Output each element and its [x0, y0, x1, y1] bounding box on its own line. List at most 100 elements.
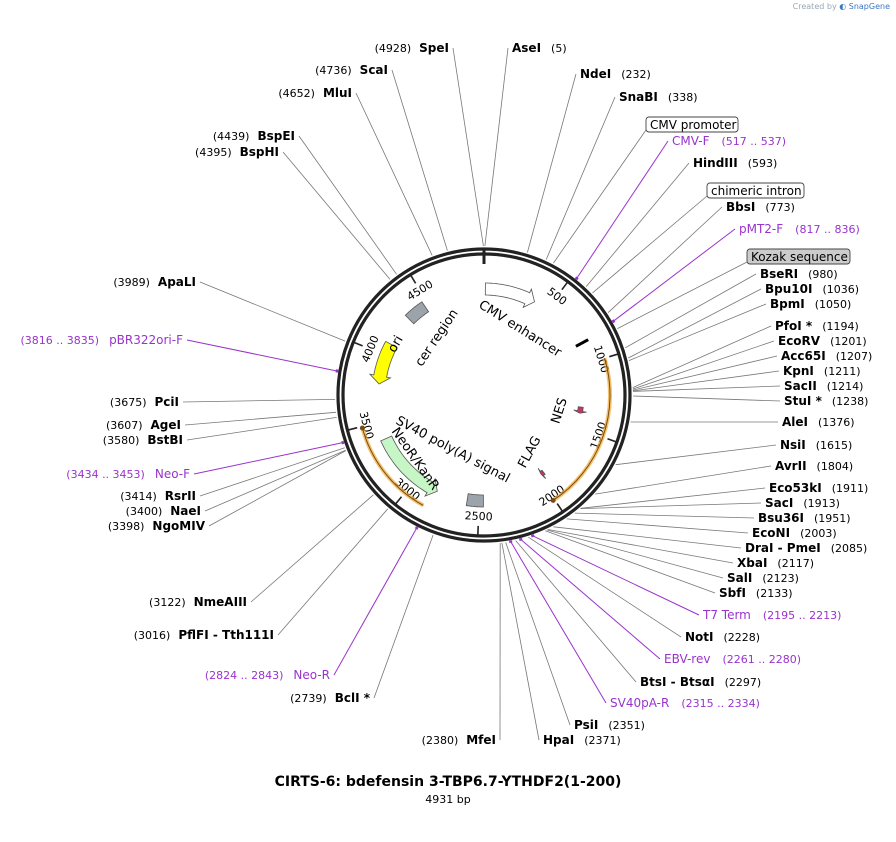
- enzyme-label-saci[interactable]: SacI (1913): [765, 496, 840, 510]
- enzyme-line-btsi-bts-i: [515, 540, 637, 683]
- enzyme-label-drai-pmei[interactable]: DraI - PmeI(2085): [745, 541, 867, 555]
- enzyme-label-bsphi[interactable]: (4395)BspHI: [195, 145, 279, 159]
- primer-name: pBR322ori-F: [109, 333, 183, 347]
- scale-tick-mark: [609, 353, 620, 358]
- enzyme-position: (1911): [832, 482, 869, 495]
- feature-cmv-enhancer[interactable]: [484, 282, 535, 309]
- enzyme-label-kpni[interactable]: KpnI(1211): [783, 364, 860, 378]
- enzyme-label-bseri[interactable]: BseRI(980): [760, 267, 838, 281]
- enzyme-label-nmeaiii[interactable]: (3122)NmeAIII: [149, 595, 247, 609]
- feature-neor-kanr[interactable]: [380, 435, 438, 497]
- enzyme-label-acc65i[interactable]: Acc65I(1207): [781, 349, 872, 363]
- enzyme-line-bbsi: [607, 206, 723, 313]
- enzyme-position: (3989): [113, 276, 150, 289]
- feature-nes[interactable]: [573, 406, 587, 414]
- enzyme-label-sacii[interactable]: SacII(1214): [784, 379, 863, 393]
- enzyme-line-rsrii: [199, 447, 345, 497]
- feature-flag[interactable]: [537, 467, 547, 479]
- enzyme-label-hindiii[interactable]: HindIII(593): [693, 156, 777, 170]
- enzyme-label-agei[interactable]: (3607)AgeI: [106, 418, 181, 432]
- enzyme-label-bbsi[interactable]: BbsI(773): [726, 200, 795, 214]
- feature-cer-region[interactable]: [404, 301, 430, 325]
- enzyme-position: (2117): [777, 557, 814, 570]
- enzyme-label-mlui[interactable]: (4652)MluI: [278, 86, 352, 100]
- feature-sv40-poly-a-signal[interactable]: [465, 493, 484, 508]
- enzyme-label-eco53ki[interactable]: Eco53kI(1911): [769, 481, 868, 495]
- enzyme-name: SacII: [784, 379, 817, 393]
- enzyme-label-bsu36i[interactable]: Bsu36I(1951): [758, 511, 851, 525]
- enzyme-label-asei[interactable]: AseI (5): [512, 41, 567, 55]
- enzyme-position: (2739): [290, 692, 327, 705]
- enzyme-position: (5): [551, 42, 567, 55]
- primer-label-sv40pa-r[interactable]: SV40pA-R(2315 .. 2334): [610, 696, 760, 710]
- enzyme-label-stui[interactable]: StuI *(1238): [784, 394, 868, 408]
- enzyme-name: SacI: [765, 496, 793, 510]
- enzyme-name: MfeI: [466, 733, 496, 747]
- enzyme-line-stui: [632, 395, 781, 402]
- enzyme-label-pfoi[interactable]: PfoI *(1194): [775, 319, 859, 333]
- enzyme-label-naei[interactable]: (3400)NaeI: [126, 504, 201, 518]
- enzyme-label-pcii[interactable]: (3675)PciI: [110, 395, 179, 409]
- enzyme-name: BspHI: [240, 145, 279, 159]
- enzyme-label-mfei[interactable]: (2380)MfeI: [422, 733, 496, 747]
- enzyme-label-apali[interactable]: (3989) ApaLI: [113, 275, 196, 289]
- box-cmv-promoter[interactable]: [645, 116, 739, 133]
- enzyme-line-xbai: [547, 529, 734, 564]
- enzyme-label-bpmi[interactable]: BpmI(1050): [770, 297, 851, 311]
- enzyme-label-ndei[interactable]: NdeI(232): [580, 67, 651, 81]
- enzyme-line-hpai: [501, 542, 540, 741]
- enzyme-label-btsi-bts-i[interactable]: BtsI - BtsαI(2297): [640, 675, 761, 689]
- orf-arc-end: [550, 497, 556, 503]
- enzyme-name: AseI: [512, 41, 541, 55]
- enzyme-name: AvrII: [775, 459, 807, 473]
- scale-tick-label: 4500: [405, 278, 436, 304]
- box-chimeric-intron[interactable]: [706, 182, 805, 199]
- primer-mark-neo-f: [341, 440, 345, 445]
- primer-label-neo-f[interactable]: (3434 .. 3453)Neo-F: [66, 467, 190, 481]
- enzyme-label-bstbi[interactable]: (3580)BstBI: [103, 433, 183, 447]
- enzyme-label-avrii[interactable]: AvrII(1804): [775, 459, 853, 473]
- feature-ori[interactable]: [368, 340, 398, 385]
- primer-mark-t7-term: [530, 534, 535, 538]
- enzyme-label-snabi[interactable]: SnaBI(338): [619, 90, 698, 104]
- enzyme-label-sali[interactable]: SalI(2123): [727, 571, 799, 585]
- enzyme-label-spei[interactable]: (4928)SpeI: [375, 41, 449, 55]
- primer-line-sv40pa-r: [510, 541, 607, 704]
- primer-mark-ebv-rev: [518, 537, 523, 542]
- enzyme-label-scai[interactable]: (4736)ScaI: [315, 63, 388, 77]
- enzyme-label-econi[interactable]: EcoNI(2003): [752, 526, 837, 540]
- enzyme-label-noti[interactable]: NotI(2228): [685, 630, 760, 644]
- feature-label-cmv-enhancer: CMV enhancer: [476, 298, 565, 361]
- primer-label-cmv-f[interactable]: CMV-F(517 .. 537): [672, 134, 786, 148]
- primer-label-ebv-rev[interactable]: EBV-rev(2261 .. 2280): [664, 652, 801, 666]
- enzyme-label-ngomiv[interactable]: (3398)NgoMIV: [108, 519, 206, 533]
- primer-label-t7-term[interactable]: T7 Term(2195 .. 2213): [702, 608, 841, 622]
- primer-mark-pmt2-f: [611, 319, 616, 324]
- primer-position: (2315 .. 2334): [681, 697, 760, 710]
- enzyme-label-xbai[interactable]: XbaI(2117): [737, 556, 814, 570]
- enzyme-label-ecorv[interactable]: EcoRV(1201): [778, 334, 867, 348]
- enzyme-label-pflfi-tth111i[interactable]: (3016)PflFI - Tth111I: [134, 628, 274, 642]
- enzyme-label-bpu10i[interactable]: Bpu10I(1036): [765, 282, 859, 296]
- enzyme-label-hpai[interactable]: HpaI(2371): [543, 733, 621, 747]
- box-kozak-sequence[interactable]: [746, 248, 851, 265]
- enzyme-line-nmeaiii: [250, 494, 374, 603]
- primer-label-pmt2-f[interactable]: pMT2-F(817 .. 836): [739, 222, 860, 236]
- enzyme-name: PfoI *: [775, 319, 813, 333]
- enzyme-position: (4928): [375, 42, 412, 55]
- enzyme-position: (1615): [816, 439, 853, 452]
- primer-label-pbr322ori-f[interactable]: (3816 .. 3835)pBR322ori-F: [21, 333, 184, 347]
- enzyme-label-bspei[interactable]: (4439)BspEI: [213, 129, 295, 143]
- primer-position: (817 .. 836): [795, 223, 860, 236]
- enzyme-label-nsii[interactable]: NsiI(1615): [780, 438, 852, 452]
- enzyme-label-psii[interactable]: PsiI(2351): [574, 718, 645, 732]
- primer-label-neo-r[interactable]: (2824 .. 2843)Neo-R: [205, 668, 330, 682]
- enzyme-label-sbfi[interactable]: SbfI(2133): [719, 586, 793, 600]
- enzyme-name: ApaLI: [158, 275, 196, 289]
- enzyme-name: Acc65I: [781, 349, 826, 363]
- enzyme-position: (1913): [803, 497, 840, 510]
- enzyme-label-alei[interactable]: AleI(1376): [782, 415, 855, 429]
- enzyme-label-bcli[interactable]: (2739)BclI *: [290, 691, 371, 705]
- enzyme-label-rsrii[interactable]: (3414)RsrII: [120, 489, 196, 503]
